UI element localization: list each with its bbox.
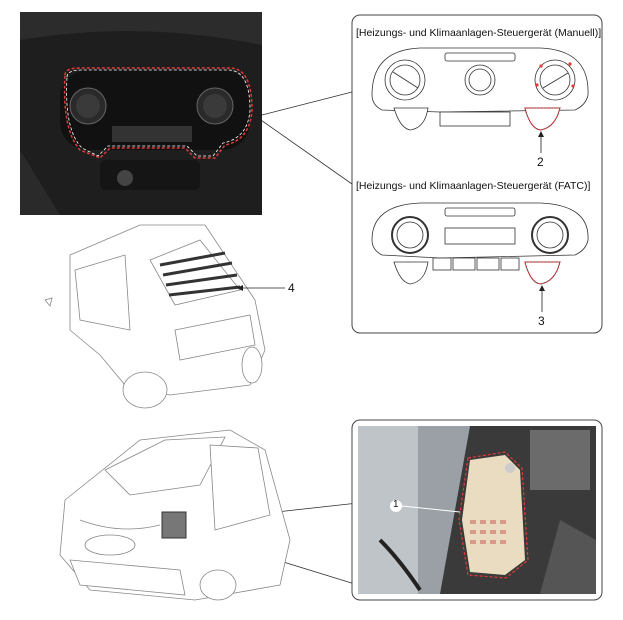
callout-1: 1 (393, 499, 399, 510)
fatc-controller-drawing (371, 202, 589, 285)
manual-mode-markers (535, 62, 575, 88)
callout-2: 2 (537, 155, 544, 169)
callout-1-badge (390, 500, 402, 512)
manual-highlight (524, 107, 561, 131)
fuse-box-photo (358, 426, 596, 594)
car-rear-view (44, 224, 266, 409)
arrow-icon (539, 285, 545, 291)
dashboard-photo (20, 12, 262, 215)
manual-controller-title: [Heizungs- und Klimaanlagen-Steuergerät … (356, 27, 602, 39)
fatc-highlight (524, 261, 561, 285)
arrow-icon (237, 285, 243, 291)
callout-1-line (401, 505, 461, 513)
callout-4: 4 (288, 281, 295, 295)
fuse-box-marker (161, 511, 187, 539)
manual-controller-drawing (371, 47, 589, 131)
fatc-controller-title: [Heizungs- und Klimaanlagen-Steuergerät … (356, 180, 591, 192)
callout-3: 3 (538, 314, 545, 328)
arrow-icon (538, 131, 544, 137)
